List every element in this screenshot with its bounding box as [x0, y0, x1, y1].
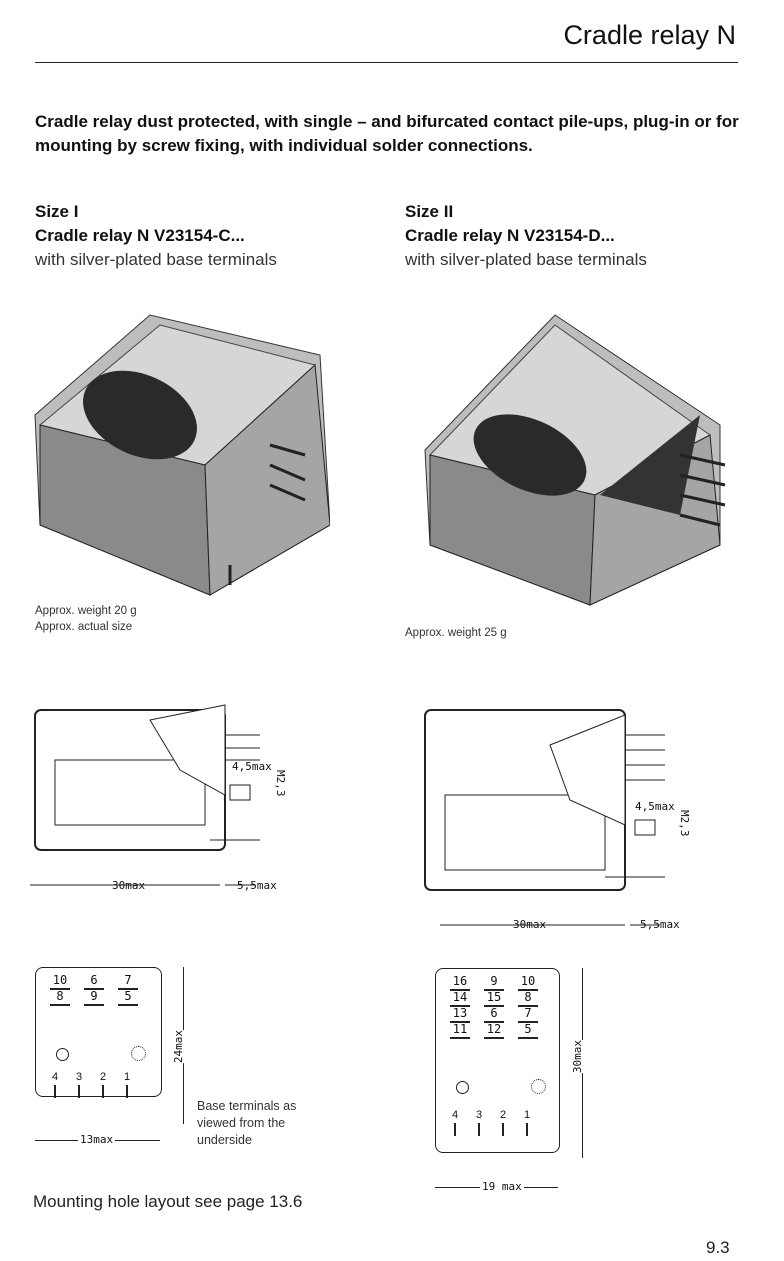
dim-screw: 4,5max	[635, 800, 675, 813]
base-pin: 1	[122, 1071, 132, 1098]
threaded-hole-icon	[531, 1079, 546, 1094]
pin-number: 2	[499, 1109, 507, 1121]
base-pin: 2	[498, 1109, 508, 1136]
pin-bar	[526, 1123, 528, 1136]
photo-caption-size-i: Approx. weight 20 g Approx. actual size	[35, 603, 137, 635]
pin-bar	[78, 1085, 80, 1098]
terminal-number: 8	[50, 990, 70, 1006]
dim-length: 30max	[513, 918, 547, 931]
dim-width: 13max	[78, 1133, 116, 1146]
dim-height: 24max	[172, 1030, 185, 1064]
relay-photo-size-i	[34, 314, 330, 596]
pin-bar	[102, 1085, 104, 1098]
terminal-number: 14	[450, 991, 470, 1007]
terminal-number: 15	[484, 991, 504, 1007]
page-title: Cradle relay N	[563, 20, 736, 50]
dim-tab: 5,5max	[237, 879, 277, 892]
pin-number: 2	[99, 1071, 107, 1083]
model-label: Cradle relay N V23154-C...	[35, 226, 245, 245]
dim-height: 30max	[571, 1040, 584, 1074]
size-label: Size II	[405, 202, 454, 221]
dim-thread: M2,3	[678, 810, 691, 837]
terminal-number: 9	[484, 975, 504, 991]
size-label: Size I	[35, 202, 79, 221]
desc-label: with silver-plated base terminals	[405, 250, 647, 269]
terminal-row: 11 12 5	[450, 1023, 538, 1039]
weight-caption: Approx. weight 20 g	[35, 605, 137, 617]
base-terminals-note: Base terminals as viewed from the unders…	[197, 1099, 297, 1147]
pin-number: 1	[123, 1071, 131, 1083]
pin-number: 3	[475, 1109, 483, 1121]
base-pin: 3	[474, 1109, 484, 1136]
terminal-row: 14 15 8	[450, 991, 538, 1007]
pin-bar	[454, 1123, 456, 1136]
threaded-hole-icon	[131, 1046, 146, 1061]
terminal-number: 16	[450, 975, 470, 991]
dim-thread: M2,3	[274, 770, 287, 797]
terminal-number: 13	[450, 1007, 470, 1023]
terminal-number: 9	[84, 990, 104, 1006]
side-drawing-size-i	[30, 704, 260, 886]
model-label: Cradle relay N V23154-D...	[405, 226, 615, 245]
pin-bar	[502, 1123, 504, 1136]
mounting-note: Mounting hole layout see page 13.6	[33, 1192, 303, 1211]
dim-length: 30max	[112, 879, 146, 892]
pin-bar	[126, 1085, 128, 1098]
pin-number: 4	[451, 1109, 459, 1121]
pin-number: 4	[51, 1071, 59, 1083]
mounting-hole-icon	[56, 1048, 69, 1061]
terminal-number: 7	[118, 974, 138, 990]
terminal-number: 10	[50, 974, 70, 990]
terminal-number: 11	[450, 1023, 470, 1039]
terminal-number: 10	[518, 975, 538, 991]
base-pin: 4	[450, 1109, 460, 1136]
side-drawing-size-ii	[424, 709, 665, 926]
terminal-number: 6	[84, 974, 104, 990]
terminal-row: 16 9 10	[450, 975, 538, 991]
base-pin: 2	[98, 1071, 108, 1098]
desc-label: with silver-plated base terminals	[35, 250, 277, 269]
base-pin: 3	[74, 1071, 84, 1098]
page-number: 9.3	[706, 1238, 730, 1257]
dim-tab: 5,5max	[640, 918, 680, 931]
mounting-hole-icon	[456, 1081, 469, 1094]
intro-text: Cradle relay dust protected, with single…	[35, 112, 739, 155]
base-pin: 1	[522, 1109, 532, 1136]
pin-number: 1	[523, 1109, 531, 1121]
header-rule	[35, 62, 738, 63]
base-pin: 4	[50, 1071, 60, 1098]
dim-screw: 4,5max	[232, 760, 272, 773]
terminal-number: 5	[518, 1023, 538, 1039]
terminal-number: 7	[518, 1007, 538, 1023]
size-ii-heading: Size II Cradle relay N V23154-D... with …	[405, 200, 647, 272]
relay-photo-size-ii	[424, 314, 726, 606]
size-i-heading: Size I Cradle relay N V23154-C... with s…	[35, 200, 277, 272]
photo-caption-size-ii: Approx. weight 25 g	[405, 627, 507, 639]
terminal-number: 12	[484, 1023, 504, 1039]
dim-width: 19 max	[480, 1180, 524, 1193]
pin-bar	[54, 1085, 56, 1098]
pin-bar	[478, 1123, 480, 1136]
terminal-number: 8	[518, 991, 538, 1007]
terminal-number: 6	[484, 1007, 504, 1023]
pin-number: 3	[75, 1071, 83, 1083]
terminal-number: 5	[118, 990, 138, 1006]
size-caption: Approx. actual size	[35, 621, 133, 633]
